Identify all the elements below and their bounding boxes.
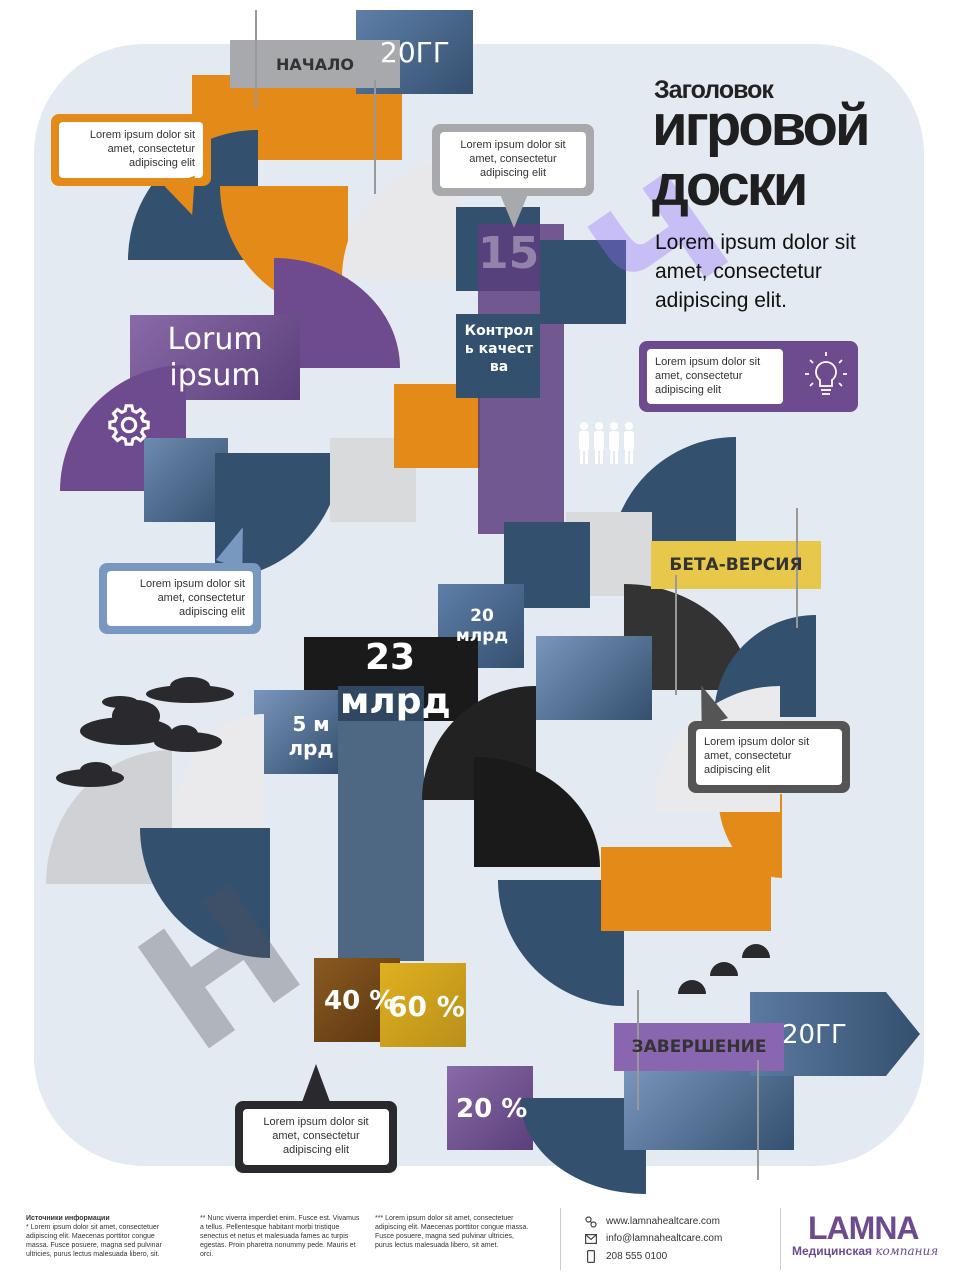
percent-60: 60 % <box>388 990 465 1023</box>
bubble-2: Lorem ipsum dolor sit amet, consectetur … <box>432 124 594 196</box>
phone-icon <box>587 1250 595 1263</box>
footer-sources-title: Источники информации <box>26 1215 110 1222</box>
company-logo-subtitle: Медицинская компания <box>792 1244 938 1258</box>
title-subtitle: Lorem ipsum dolor sit amet, consectetur … <box>655 231 856 312</box>
link-icon <box>585 1216 597 1228</box>
gear-icon <box>108 404 150 446</box>
bubble-6-tail <box>302 1064 330 1102</box>
number-5bn: 5 млрд <box>288 712 334 760</box>
percent-20: 20 % <box>456 1094 528 1124</box>
pole <box>255 10 257 108</box>
bubble-5: Lorem ipsum dolor sit amet, consectetur … <box>688 721 850 793</box>
people-icon <box>579 422 634 464</box>
bubble-1: Lorem ipsum dolor sit amet, consectetur … <box>51 114 211 186</box>
footer-col2: ** Nunc viverra imperdiet enim. Fusce es… <box>200 1215 360 1258</box>
email-icon <box>585 1234 597 1244</box>
footer-col1-text: * Lorem ipsum dolor sit amet, consectetu… <box>26 1224 162 1258</box>
clouds-icon <box>56 677 234 787</box>
finish-tag: ЗАВЕРШЕНИЕ <box>631 1037 767 1057</box>
pole <box>757 1060 759 1180</box>
company-logo: LAMNA <box>808 1210 920 1246</box>
title-small: Заголовок <box>654 76 774 104</box>
lightbulb-icon <box>805 352 847 395</box>
number-20bn: 20 млрд <box>455 606 509 646</box>
start-tag: НАЧАЛО <box>276 54 354 74</box>
quality-control-label: Контроль качества <box>464 323 534 375</box>
bubble-4: Lorem ipsum dolor sit amet, consectetur … <box>99 563 261 634</box>
domes-icon <box>678 944 770 994</box>
year-top-label: 20ГГ <box>380 36 450 69</box>
pole <box>374 80 376 194</box>
number-15: 15 <box>478 228 540 279</box>
lorum-ipsum-label: Lorum ipsum <box>167 322 263 393</box>
pole <box>796 508 798 628</box>
logo-sub-word1: Медицинская <box>792 1244 873 1258</box>
beta-tag: БЕТА-ВЕРСИЯ <box>669 555 803 575</box>
website-link[interactable]: www.lamnahealtcare.com <box>606 1216 720 1227</box>
bubble-2-tail <box>500 194 528 228</box>
footer-divider <box>780 1208 781 1270</box>
phone-number: 208 555 0100 <box>606 1251 668 1262</box>
year-bottom-label: 20ГГ <box>782 1020 847 1050</box>
number-23bn: 23 млрд <box>340 637 451 722</box>
title-line1: игровой <box>652 93 871 158</box>
footer-col3: *** Lorem ipsum dolor sit amet, consecte… <box>375 1215 529 1249</box>
percent-40: 40 % <box>324 986 396 1016</box>
pole <box>637 990 639 1110</box>
title-line2: доски <box>652 153 808 218</box>
footer-sources: Источники информации * Lorem ipsum dolor… <box>26 1214 176 1259</box>
footer-divider <box>560 1208 561 1270</box>
email-link[interactable]: info@lamnahealtcare.com <box>606 1233 723 1244</box>
pole <box>675 575 677 695</box>
bubble-3: Lorem ipsum dolor sit amet, consectetur … <box>639 341 858 412</box>
bubble-6: Lorem ipsum dolor sit amet, consectetur … <box>235 1101 397 1173</box>
logo-sub-word2: компания <box>875 1244 939 1258</box>
